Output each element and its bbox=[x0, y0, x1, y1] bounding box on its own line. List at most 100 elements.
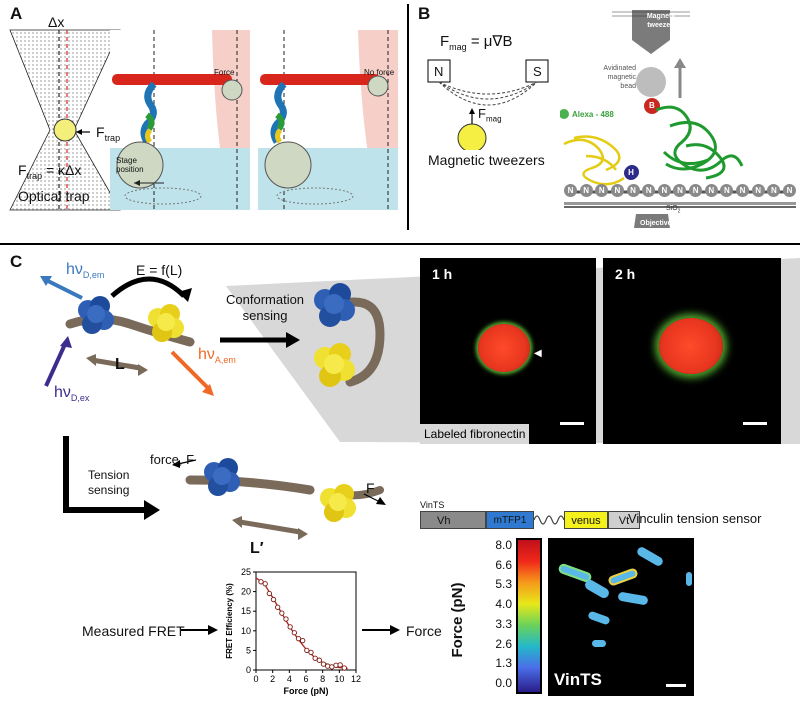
f-mag-subscript: mag bbox=[485, 114, 502, 124]
y-tick-label: 25 bbox=[241, 567, 251, 577]
bead-label-line-1: Avidinated bbox=[603, 65, 636, 72]
bead-label: Avidinated magnetic bead bbox=[580, 64, 636, 91]
x-axis-label: Force (pN) bbox=[284, 686, 329, 696]
x-tick-label: 0 bbox=[253, 674, 258, 684]
trapped-bead bbox=[53, 118, 77, 142]
hv-a-em-label: hνA,em bbox=[198, 346, 236, 365]
hv-d-em-sub: D,em bbox=[82, 270, 105, 281]
donor-stretched bbox=[204, 458, 240, 496]
colorbar-tick: 6.6 bbox=[495, 557, 512, 572]
n-bead: N bbox=[767, 184, 781, 197]
n-bead: N bbox=[720, 184, 734, 197]
magnetic-tweezers-caption: Magnetic tweezers bbox=[428, 152, 545, 168]
conformation-sensing-label: Conformation sensing bbox=[226, 292, 304, 324]
microscopy-1h: 1 h ◀ Labeled fibronectin bbox=[420, 258, 596, 444]
arrowhead: ◀ bbox=[534, 348, 542, 359]
data-point bbox=[287, 624, 293, 630]
adhesion bbox=[607, 567, 639, 587]
fret-sensor-diagram bbox=[40, 276, 400, 635]
h-bead-overlay: H bbox=[624, 166, 638, 180]
no-force-label: No force bbox=[364, 68, 395, 77]
vints-label: VinTS bbox=[554, 670, 602, 689]
l-prime-label: L′ bbox=[250, 540, 264, 557]
n-bead: N bbox=[751, 184, 765, 197]
stage-label-line-1: Stage bbox=[116, 156, 137, 165]
n-bead: N bbox=[736, 184, 750, 197]
tension-sensing-word: sensing bbox=[88, 483, 130, 497]
tension-word: Tension bbox=[88, 468, 130, 482]
data-point bbox=[291, 630, 297, 636]
data-point bbox=[341, 665, 347, 671]
y-tick-label: 15 bbox=[241, 606, 251, 616]
colorbar-tick: 4.0 bbox=[495, 597, 512, 612]
equation-rhs: = κΔx bbox=[42, 162, 82, 178]
colorbar-title: Force (pN) bbox=[447, 583, 467, 658]
magnet-s-label: S bbox=[533, 64, 542, 79]
n-bead: N bbox=[689, 184, 703, 197]
n-bead: N bbox=[657, 184, 671, 197]
colorbar-tick: 3.3 bbox=[495, 616, 512, 631]
colorbar-tick: 0.0 bbox=[495, 675, 512, 690]
length-label: L bbox=[115, 356, 125, 373]
x-tick-label: 2 bbox=[270, 674, 275, 684]
hv-a-em-symbol: hν bbox=[198, 346, 215, 363]
x-tick-label: 4 bbox=[287, 674, 292, 684]
n-bead: N bbox=[579, 184, 593, 197]
y-tick-label: 0 bbox=[246, 665, 251, 675]
y-tick-label: 20 bbox=[241, 587, 251, 597]
time-2h: 2 h bbox=[615, 266, 636, 282]
substrate-subscript: 2 bbox=[677, 208, 681, 215]
conformation-sensing-word: sensing bbox=[242, 308, 288, 323]
force-output-label: Force bbox=[406, 623, 442, 639]
data-point bbox=[283, 616, 289, 622]
hv-d-em-symbol: hν bbox=[66, 261, 83, 278]
data-point bbox=[279, 610, 285, 616]
force-frame bbox=[110, 30, 250, 210]
data-point bbox=[300, 637, 306, 644]
adhesion bbox=[587, 610, 611, 626]
data-point bbox=[316, 657, 322, 663]
stage-position-label: Stage position bbox=[116, 156, 144, 174]
panel-c-letter: C bbox=[10, 252, 23, 271]
acceptor-fluorophore bbox=[148, 304, 184, 342]
magnetic-equation: Fmag = μ∇B bbox=[440, 32, 512, 52]
adhesion bbox=[635, 545, 665, 568]
tweezer-label-line-1: Magnetic bbox=[646, 13, 678, 20]
data-point bbox=[333, 662, 339, 668]
stage-label-line-2: position bbox=[116, 165, 144, 174]
colorbar-tick: 2.6 bbox=[495, 636, 512, 651]
y-axis-label: FRET Efficiency (%) bbox=[225, 583, 234, 659]
n-bead: N bbox=[673, 184, 687, 197]
tension-sensing-label: Tension sensing bbox=[88, 468, 129, 498]
data-point bbox=[308, 649, 314, 656]
optical-trap-diagram bbox=[9, 29, 398, 211]
mag-eq-subscript: mag bbox=[449, 42, 467, 52]
objective-label: Objective bbox=[640, 220, 672, 227]
measured-fret-label: Measured FRET bbox=[82, 623, 185, 639]
n-bead: N bbox=[564, 184, 577, 197]
n-bead: N bbox=[704, 184, 718, 197]
x-tick-label: 6 bbox=[303, 674, 308, 684]
data-point bbox=[312, 655, 318, 661]
f-trap-symbol: F bbox=[96, 124, 105, 140]
mag-eq-lhs: F bbox=[440, 33, 450, 50]
no-force-frame bbox=[258, 30, 398, 210]
tweezer-label-line-2: tweezers bbox=[647, 22, 677, 29]
f-mag-symbol: F bbox=[478, 106, 486, 121]
delta-x-label: Δx bbox=[48, 14, 65, 30]
bead-label-line-2: magnetic bbox=[607, 74, 636, 81]
x-tick-label: 12 bbox=[351, 674, 361, 684]
panel-b-letter: B bbox=[418, 4, 431, 23]
data-point bbox=[266, 590, 272, 597]
force-map: VinTS bbox=[548, 538, 694, 696]
magnetic-tweezers-diagram bbox=[427, 59, 549, 150]
hv-d-ex-label: hνD,ex bbox=[54, 384, 89, 403]
data-point bbox=[275, 604, 281, 610]
data-point bbox=[258, 579, 264, 585]
data-point bbox=[337, 662, 343, 668]
force-label: Force bbox=[214, 68, 235, 77]
efficiency-equation: E = f(L) bbox=[136, 262, 183, 278]
scale-bar-2h bbox=[743, 422, 767, 425]
colorbar-ticks: 8.0 6.6 5.3 4.0 3.3 2.6 1.3 0.0 bbox=[478, 538, 512, 690]
